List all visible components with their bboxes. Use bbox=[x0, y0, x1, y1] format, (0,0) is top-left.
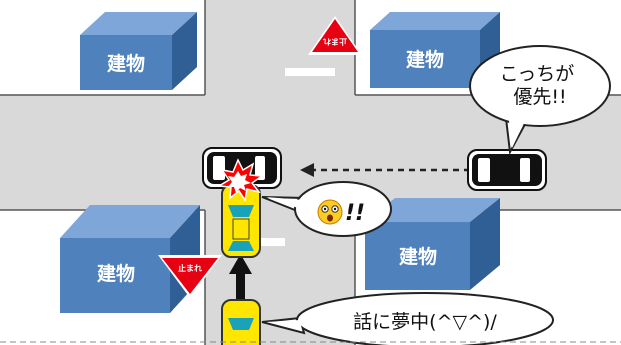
building-label: 建物 bbox=[97, 262, 135, 285]
stop-sign-label: 止まれ bbox=[178, 263, 202, 273]
building-top-left: 建物 bbox=[80, 12, 197, 90]
priority-callout-line: 優先!! bbox=[513, 86, 566, 108]
building-label: 建物 bbox=[107, 52, 145, 75]
building-top-right: 建物 bbox=[370, 12, 500, 88]
building-label: 建物 bbox=[406, 48, 444, 71]
surprise-speech-bubble: !! bbox=[261, 181, 392, 237]
black-car-right bbox=[467, 149, 547, 191]
stop-sign-bottom: 止まれ bbox=[158, 255, 222, 298]
priority-callout-text: こっちが 優先!! bbox=[500, 63, 581, 108]
crash-burst-icon bbox=[216, 158, 265, 202]
motion-arrow-up bbox=[229, 254, 252, 304]
yellow-car-back bbox=[221, 299, 261, 345]
priority-callout-line: こっちが bbox=[500, 63, 575, 85]
stop-line-top bbox=[285, 68, 335, 76]
stop-sign-label: 止まれ bbox=[323, 37, 347, 47]
building-label: 建物 bbox=[399, 245, 437, 268]
surprised-face-icon bbox=[317, 199, 343, 225]
yellow-car-front bbox=[221, 184, 261, 258]
motion-arrow-left bbox=[300, 163, 470, 177]
distracted-speech-bubble: 話に夢中(^▽^)/ bbox=[261, 292, 554, 345]
building-bottom-right: 建物 bbox=[365, 198, 500, 290]
stop-sign-top: 止まれ bbox=[308, 16, 362, 55]
distracted-callout-text: 話に夢中(^▽^)/ bbox=[353, 311, 497, 333]
priority-speech-bubble: こっちが 優先!! bbox=[469, 45, 611, 156]
surprise-callout-text: !! bbox=[345, 201, 365, 226]
